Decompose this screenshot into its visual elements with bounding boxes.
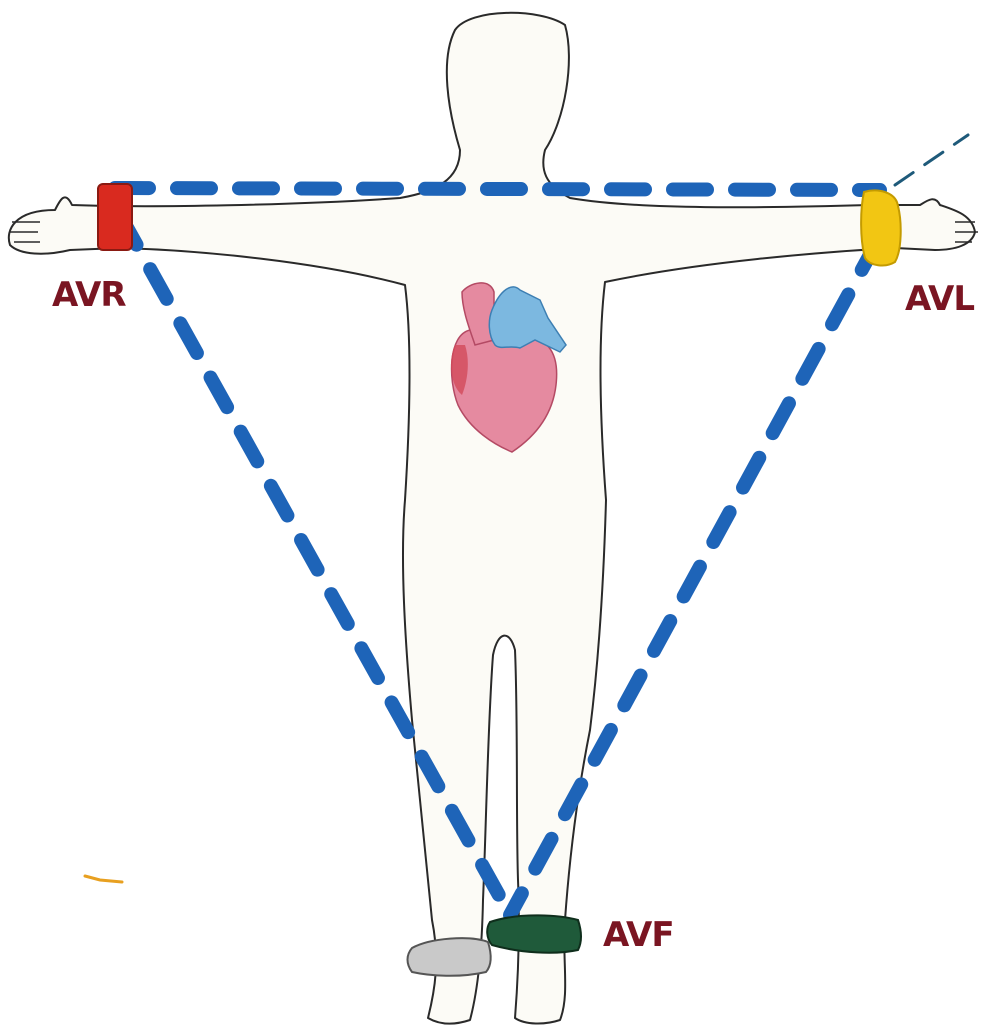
electrode-avl — [861, 191, 901, 266]
orange-mark — [85, 876, 122, 882]
label-avf: AVF — [603, 918, 674, 952]
lead-line-top — [115, 188, 880, 190]
lead-line-extension — [895, 135, 968, 185]
label-avr: AVR — [52, 278, 126, 312]
electrode-avf — [487, 915, 581, 952]
electrode-right-leg — [408, 938, 491, 976]
electrode-avr — [98, 184, 132, 250]
label-avl: AVL — [905, 282, 974, 316]
